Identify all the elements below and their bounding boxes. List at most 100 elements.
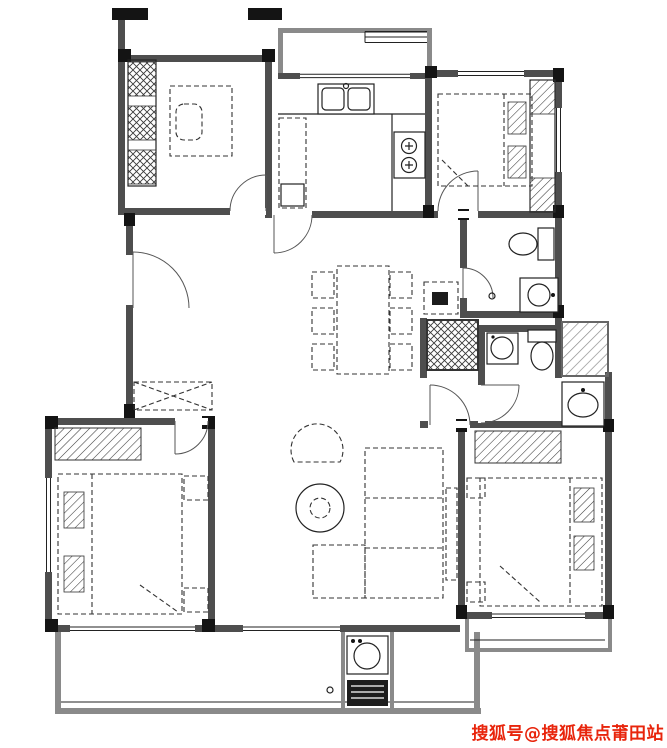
living-room <box>290 423 458 599</box>
appliance <box>280 183 305 207</box>
wardrobe-icon <box>54 427 142 461</box>
column <box>423 205 434 218</box>
basin-icon <box>561 381 605 427</box>
shaft-icon <box>426 319 479 371</box>
wall <box>585 612 612 619</box>
utility-closet <box>326 635 389 706</box>
pillow-icon <box>507 101 527 135</box>
sink-icon <box>317 82 375 115</box>
wall <box>478 325 562 332</box>
wall <box>460 311 562 318</box>
pillow-icon <box>63 491 85 529</box>
washing-machine-icon <box>346 635 389 675</box>
wall <box>118 20 125 213</box>
toilet-icon <box>508 227 555 261</box>
window-icon <box>458 70 524 77</box>
wall <box>432 70 458 77</box>
nightstand-icon <box>183 587 209 613</box>
shoe-cabinet-icon <box>133 381 213 411</box>
bathroom-2 <box>486 321 609 427</box>
column <box>425 66 437 78</box>
wall <box>265 55 272 218</box>
wall <box>555 70 562 318</box>
wall <box>458 612 492 619</box>
wall <box>524 70 562 77</box>
column <box>124 213 135 226</box>
toilet-icon <box>527 329 557 371</box>
watermark: 搜狐号@搜狐焦点莆田站 <box>471 724 664 744</box>
column <box>603 419 614 432</box>
window-icon <box>243 625 340 632</box>
wall <box>458 421 465 619</box>
column <box>118 49 131 62</box>
wall <box>312 211 430 218</box>
wall <box>340 625 460 632</box>
stove-icon <box>393 131 426 179</box>
washing-machine-icon <box>486 332 519 365</box>
nightstand-icon <box>183 475 209 501</box>
utility-closet-wall <box>390 632 394 708</box>
top-balcony-wall <box>278 28 432 33</box>
bottom-balcony-wall <box>55 708 481 714</box>
pillow-icon <box>573 535 595 571</box>
wall <box>470 421 612 428</box>
dining-table-icon <box>336 265 390 375</box>
window-icon <box>300 73 410 79</box>
wall <box>478 211 562 218</box>
bed-icon <box>437 93 533 187</box>
dining-chair-icon <box>311 271 335 299</box>
column <box>112 8 148 20</box>
wall <box>425 70 432 218</box>
wall <box>215 625 243 632</box>
wall <box>420 318 427 378</box>
bay-wall <box>465 619 469 652</box>
wall <box>478 325 485 385</box>
dining-chair-icon <box>389 307 413 335</box>
column <box>262 49 275 62</box>
wall <box>208 418 215 632</box>
dining-chair-icon <box>311 343 335 371</box>
dining-chair-icon <box>389 343 413 371</box>
armchair-icon <box>290 423 344 463</box>
window-icon <box>492 612 585 619</box>
pillow-icon <box>63 555 85 593</box>
door-swing-icon <box>229 174 267 215</box>
window-icon <box>70 625 195 632</box>
column <box>45 416 58 429</box>
chair-icon <box>175 103 203 141</box>
sofa-icon <box>312 447 444 599</box>
column <box>202 619 215 632</box>
bedroom-bottom-right <box>466 430 603 607</box>
bedroom-top-right <box>437 79 556 213</box>
study-room <box>127 59 233 187</box>
wall <box>126 305 133 418</box>
pillow-icon <box>573 487 595 523</box>
tv-bench-icon <box>445 487 458 581</box>
bay-wall <box>465 648 612 652</box>
door-swing-icon <box>174 418 209 455</box>
wall <box>118 208 230 215</box>
nightstand-icon <box>466 477 486 499</box>
counter-cabinet <box>278 117 307 209</box>
doors <box>126 170 520 455</box>
door-swing-icon <box>428 384 471 428</box>
bottom-balcony-wall <box>55 632 61 714</box>
door-swing-icon <box>273 211 313 254</box>
window-icon <box>45 478 52 572</box>
column <box>603 605 614 619</box>
wall <box>126 215 133 255</box>
wall <box>45 418 175 425</box>
door-swing-icon <box>460 267 494 299</box>
column <box>553 68 564 82</box>
wall <box>605 372 612 619</box>
wall <box>420 421 428 428</box>
wall <box>460 218 467 268</box>
nightstand-icon <box>466 581 486 603</box>
wall <box>118 55 272 62</box>
window-icon <box>555 108 562 172</box>
column <box>248 8 282 20</box>
door-swing-icon <box>437 170 479 218</box>
basin-icon <box>519 277 559 313</box>
column <box>456 605 467 619</box>
